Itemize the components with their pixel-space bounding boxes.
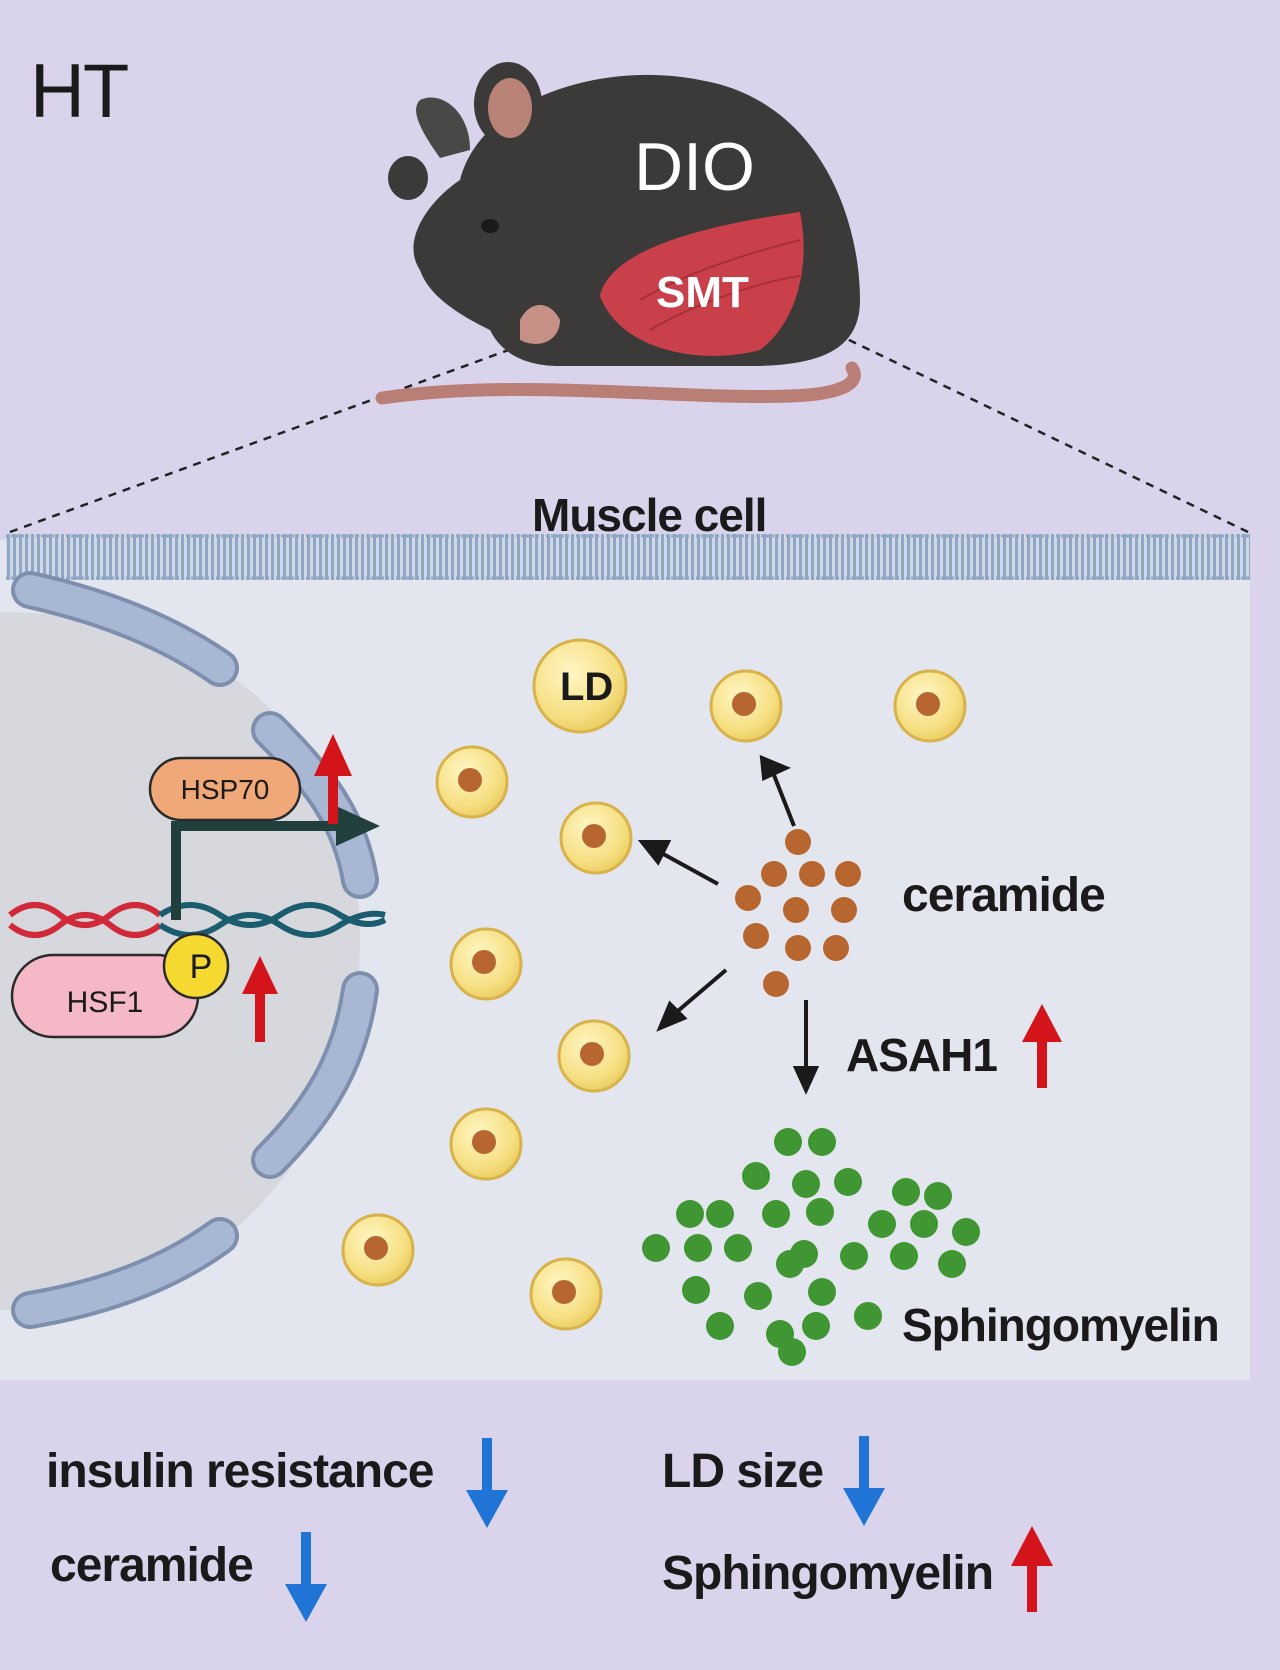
sphingomyelin-molecule — [802, 1312, 830, 1340]
sphingomyelin-molecule — [682, 1276, 710, 1304]
lipid-droplets — [341, 638, 967, 1331]
sphingomyelin-molecule — [808, 1278, 836, 1306]
transcription-arrow — [171, 806, 380, 920]
sphingomyelin-molecule — [706, 1312, 734, 1340]
sphingomyelin-molecule — [868, 1210, 896, 1238]
cell-title: Muscle cell — [532, 489, 767, 541]
up-arrow-hsp70 — [314, 734, 352, 824]
sphingomyelin-molecule — [840, 1242, 868, 1270]
dio-label: DIO — [634, 129, 755, 205]
sphingomyelin-molecule — [684, 1234, 712, 1262]
sphingomyelin-molecule — [952, 1218, 980, 1246]
outcome-insulin-resistance: insulin resistance — [46, 1445, 434, 1498]
lipid-droplet-core — [732, 692, 756, 716]
sphingomyelin-molecule — [742, 1162, 770, 1190]
up-arrow-hsf1 — [242, 956, 278, 1042]
sphingomyelin-molecule — [774, 1128, 802, 1156]
arrow-ldsize-down — [843, 1436, 885, 1526]
sphingomyelin-molecule — [910, 1210, 938, 1238]
sphingomyelin-molecule — [924, 1182, 952, 1210]
sphingomyelin-molecule — [808, 1128, 836, 1156]
muscle-tissue — [600, 212, 804, 356]
ceramide-cluster — [735, 829, 861, 997]
lipid-droplet-core — [458, 768, 482, 792]
sphingomyelin-molecule — [834, 1168, 862, 1196]
ceramide-molecule — [761, 861, 787, 887]
cell-membrane — [6, 534, 1250, 580]
ceramide-molecule — [785, 829, 811, 855]
outcomes-panel — [0, 1380, 1280, 1670]
sphingomyelin-molecule — [776, 1250, 804, 1278]
sphingomyelin-label: Sphingomyelin — [902, 1299, 1220, 1351]
lipid-droplet-label: LD — [560, 665, 614, 709]
mouse-paw — [520, 305, 560, 344]
mouse-eye — [481, 219, 499, 233]
ceramide-molecule — [831, 897, 857, 923]
sphingomyelin-molecule — [744, 1282, 772, 1310]
ceramide-molecule — [763, 971, 789, 997]
lipid-droplet-core — [364, 1236, 388, 1260]
hsf1-label: HSF1 — [66, 986, 144, 1019]
lipid-droplet-core — [552, 1280, 576, 1304]
arrow-insulin-down — [466, 1438, 508, 1528]
outcome-ld-size: LD size — [662, 1445, 824, 1498]
hsp70-protein — [148, 756, 302, 822]
sphingomyelin-molecule — [762, 1200, 790, 1228]
sphingomyelin-cluster — [642, 1128, 980, 1366]
sphingomyelin-molecule — [642, 1234, 670, 1262]
sphingomyelin-molecule — [706, 1200, 734, 1228]
ceramide-molecule — [835, 861, 861, 887]
ceramide-molecule — [743, 923, 769, 949]
ceramide-arrows — [637, 754, 820, 1095]
sphingomyelin-molecule — [854, 1302, 882, 1330]
ceramide-molecule — [823, 935, 849, 961]
hsp70-label: HSP70 — [180, 774, 270, 805]
lipid-droplet-core — [472, 950, 496, 974]
lipid-droplet-core — [472, 1130, 496, 1154]
ceramide-molecule — [783, 897, 809, 923]
mouse-illustration — [375, 62, 861, 405]
lipid-droplet-core — [916, 692, 940, 716]
up-arrow-asah1 — [1022, 1004, 1062, 1088]
ceramide-label: ceramide — [902, 869, 1106, 922]
sphingomyelin-molecule — [890, 1242, 918, 1270]
phospho-label: P — [189, 948, 213, 986]
sphingomyelin-molecule — [938, 1250, 966, 1278]
mouse-tail — [375, 361, 861, 405]
arrow-sphingomyelin-up — [1011, 1526, 1053, 1612]
asah1-label: ASAH1 — [846, 1029, 998, 1081]
ceramide-molecule — [785, 935, 811, 961]
ceramide-molecule — [735, 885, 761, 911]
lipid-droplet-core — [582, 824, 606, 848]
outcome-ceramide: ceramide — [50, 1539, 254, 1592]
sphingomyelin-molecule — [778, 1338, 806, 1366]
sphingomyelin-molecule — [806, 1198, 834, 1226]
ceramide-molecule — [799, 861, 825, 887]
lipid-droplet-core — [580, 1042, 604, 1066]
lipid-droplet — [532, 638, 628, 734]
phospho-group — [162, 932, 230, 1000]
sphingomyelin-molecule — [724, 1234, 752, 1262]
outcome-sphingomyelin: Sphingomyelin — [662, 1547, 994, 1600]
sphingomyelin-molecule — [676, 1200, 704, 1228]
sphingomyelin-molecule — [892, 1178, 920, 1206]
sphingomyelin-molecule — [792, 1170, 820, 1198]
arrow-ceramide-down — [285, 1532, 327, 1622]
smt-label: SMT — [656, 268, 749, 317]
panel-label: HT — [30, 49, 129, 134]
